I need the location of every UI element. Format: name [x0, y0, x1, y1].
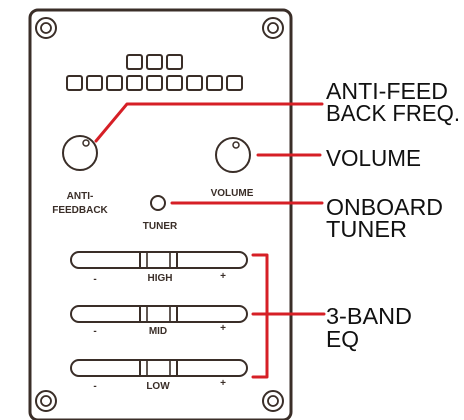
tuner-display — [66, 54, 243, 91]
high-eq-slider[interactable] — [70, 251, 248, 269]
anti-feedback-label-line1: ANTI- — [67, 191, 94, 202]
low-eq-slider[interactable] — [70, 359, 248, 377]
mid-minus-label: - — [93, 326, 96, 337]
low-plus-label: + — [220, 378, 226, 389]
low-minus-label: - — [93, 381, 96, 392]
screw-icon-top-right — [262, 17, 284, 39]
mid-band-label: MID — [149, 326, 167, 337]
callout-eq-line2: EQ — [326, 326, 359, 352]
volume-knob-label: VOLUME — [211, 188, 254, 199]
mid-eq-slider[interactable] — [70, 305, 248, 323]
callout-anti-feedback-line2: BACK FREQ. — [326, 100, 460, 126]
callout-volume: VOLUME — [326, 145, 421, 171]
anti-feedback-knob[interactable] — [62, 135, 98, 171]
screw-icon-bottom-right — [262, 390, 284, 412]
eq-bracket-line — [251, 253, 269, 379]
callout-anti-feedback-line1: ANTI-FEED — [326, 78, 448, 104]
tuner-button-label: TUNER — [143, 221, 178, 232]
callout-eq-line1: 3-BAND — [326, 303, 412, 329]
screw-icon-bottom-left — [35, 390, 57, 412]
tuner-button[interactable] — [150, 195, 166, 211]
callout-tuner-line1: ONBOARD — [326, 194, 443, 220]
high-plus-label: + — [220, 271, 226, 282]
volume-knob[interactable] — [215, 137, 251, 173]
callout-lines — [94, 102, 326, 379]
mid-plus-label: + — [220, 323, 226, 334]
high-minus-label: - — [93, 274, 96, 285]
callout-tuner-line2: TUNER — [326, 216, 407, 242]
low-band-label: LOW — [146, 381, 170, 392]
screw-icon-top-left — [35, 17, 57, 39]
anti-feedback-label-line2: FEEDBACK — [52, 205, 108, 216]
high-band-label: HIGH — [148, 273, 173, 284]
anti-feedback-callout-line — [94, 102, 324, 143]
